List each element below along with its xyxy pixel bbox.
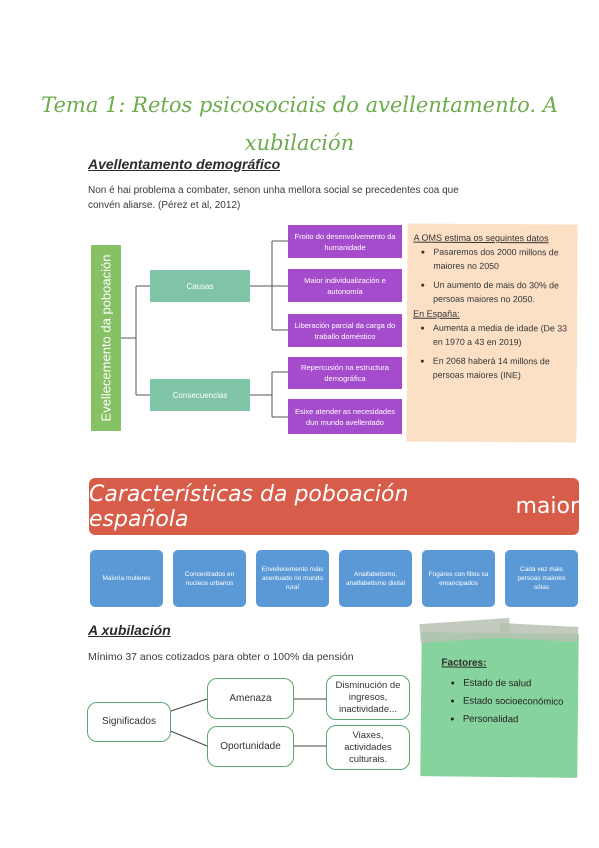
page-title: Tema 1: Retos psicosociais do avellentam…: [41, 93, 558, 117]
tree2-root: Significados: [87, 702, 171, 742]
page-title-line2: xubilación: [244, 131, 355, 155]
tree2-leaf-oportunidade: Viaxes, actividades culturais.: [326, 725, 410, 770]
intro-paragraph-line2: convén aliarse. (Pérez et al, 2012): [88, 200, 241, 211]
tree1-branch-causas: Causas: [150, 270, 250, 302]
tree2-branch-amenaza: Amenaza: [207, 678, 294, 719]
characteristics-title-italic: Características da poboación española: [89, 481, 409, 532]
characteristic-card: Concentrados en nucleos urbanos: [173, 550, 246, 607]
tree2-branch-oportunidade: Oportunidade: [207, 726, 294, 767]
intro-paragraph-line1: Non é hai problema a combater, senon unh…: [88, 185, 459, 196]
factors-bullet: Estado de salud: [463, 675, 568, 694]
tree1-branch-consecuencias: Consecuencias: [150, 379, 250, 411]
factors-note: Factores: Estado de salud Estado socioec…: [420, 632, 579, 778]
section-heading-xubilacion: A xubilación: [88, 622, 171, 638]
characteristic-card: Fogares con fillos xa emancipados: [422, 550, 495, 607]
factors-list: Estado de salud Estado socioeconómico Pe…: [441, 674, 569, 729]
characteristics-title-plain: maior: [515, 494, 579, 519]
pension-paragraph: Mínimo 37 anos cotizados para obter o 10…: [88, 651, 354, 663]
tree1-consequence-item: Repercusión na estructura demográfica: [288, 357, 402, 389]
factors-bullet: Personalidad: [463, 711, 568, 730]
tree1-cause-item: Liberación parcial da carga do traballo …: [288, 314, 402, 347]
tree2-leaf-amenaza: Disminución de ingresos, inactividade...: [326, 675, 410, 720]
factors-bullet: Estado socioeconómico: [463, 693, 568, 712]
tree1-root: Evellecemento da poboación: [91, 245, 121, 431]
tree1-consequence-item: Esixe atender as necesidades dun mundo a…: [288, 399, 402, 434]
tree1-cause-item: Maior individualización e autonomía: [288, 269, 402, 302]
characteristic-card: Analfabetismo, analfabetismo dixital: [339, 550, 412, 607]
intro-paragraph: Non é hai problema a combater, senon unh…: [88, 183, 528, 213]
characteristic-card: Envellecemento máis acentuado no mundo r…: [256, 550, 329, 607]
characteristic-card: Cada vez máis persoas maiores sólas: [505, 550, 578, 607]
characteristics-title: Características da poboación española ma…: [89, 478, 579, 535]
tree1-cause-item: Froito do desenvolvemento da humanidade: [288, 225, 402, 258]
factors-heading: Factores:: [441, 657, 487, 669]
section-heading-avellentamento: Avellentamento demográfico: [88, 156, 281, 172]
characteristic-card: Maioría mulleres: [90, 550, 163, 607]
